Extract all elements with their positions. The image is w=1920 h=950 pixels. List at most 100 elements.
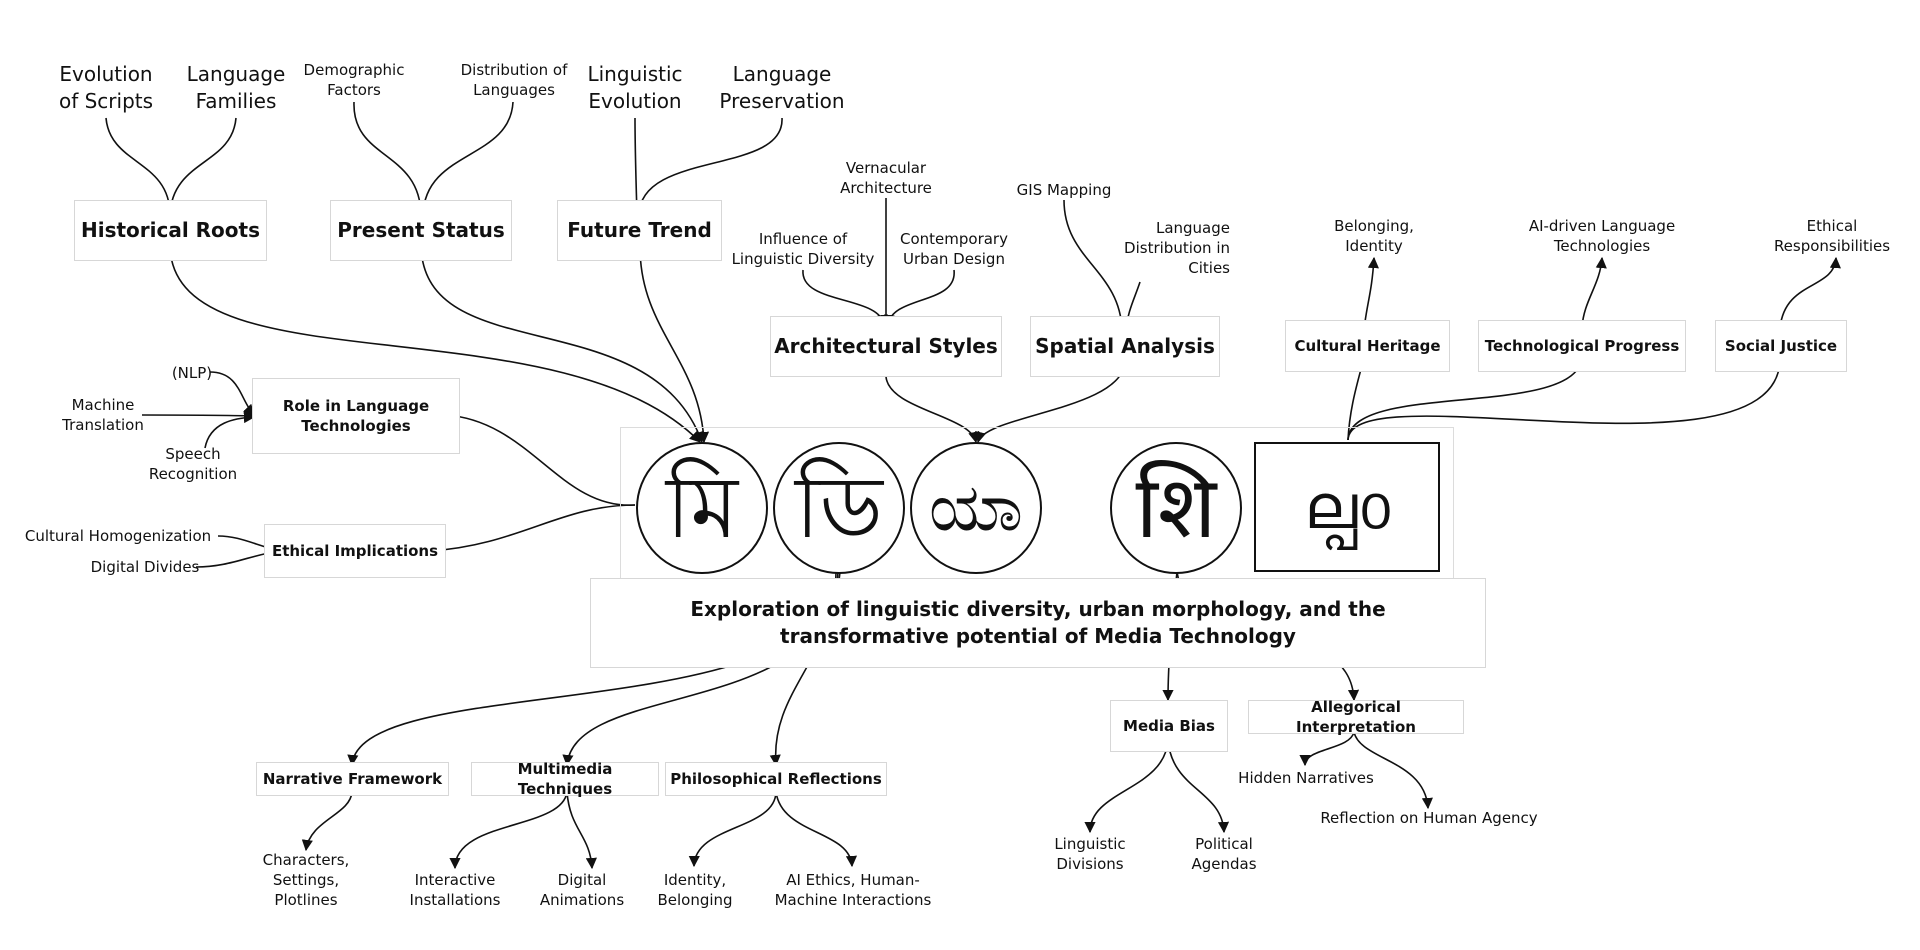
edge-machine-translation — [141, 410, 256, 422]
edge-multimedia-to-animations — [566, 791, 597, 870]
glyph-shi: शि — [1135, 458, 1217, 558]
ethical-responsibilities-text: Ethical Responsibilities — [1773, 216, 1891, 255]
edge-philosophical-to-identity — [688, 791, 777, 868]
role-language-tech-box[interactable]: Role in Language Technologies — [252, 378, 460, 454]
edge-demographic-factors — [353, 101, 427, 217]
central-title-box: Exploration of linguistic diversity, urb… — [590, 578, 1486, 668]
future-trend-label: Future Trend — [567, 218, 712, 242]
distribution-languages-text: Distribution of Languages — [460, 60, 568, 99]
demographic-factors-text: Demographic Factors — [303, 60, 405, 99]
central-title: Exploration of linguistic diversity, urb… — [690, 597, 1386, 648]
media-bias-box[interactable]: Media Bias — [1110, 700, 1228, 752]
ethical-implications-label: Ethical Implications — [271, 541, 439, 560]
interactive-installations-text: Interactive Installations — [409, 870, 501, 909]
glyph-circle-3[interactable]: ಯಾ — [910, 442, 1042, 574]
edge-language-families — [164, 117, 237, 217]
edge-techprog-to-ai — [1581, 256, 1607, 328]
edge-distribution-languages — [417, 101, 514, 217]
gis-mapping-text: GIS Mapping — [1016, 180, 1112, 199]
philosophical-reflections-box[interactable]: Philosophical Reflections — [665, 762, 887, 796]
machine-translation-text: Machine Translation — [62, 395, 144, 434]
architectural-styles-box[interactable]: Architectural Styles — [770, 316, 1002, 377]
glyph-circle-2[interactable]: ডি — [773, 442, 905, 574]
allegorical-interpretation-box[interactable]: Allegorical Interpretation — [1248, 698, 1464, 736]
glyph-square[interactable]: ല്പ൦ — [1254, 442, 1440, 572]
social-justice-box[interactable]: Social Justice — [1715, 320, 1847, 372]
identity-belonging-text: Identity, Belonging — [657, 870, 733, 909]
glyph-mi: মি — [665, 458, 739, 558]
multimedia-techniques-label: Multimedia Techniques — [517, 759, 613, 798]
edge-spatial-to-circle — [975, 361, 1126, 444]
edge-present-status — [420, 246, 704, 444]
edge-heritage-to-belonging — [1364, 256, 1379, 323]
edge-historical-roots — [169, 246, 701, 443]
edge-nlp — [209, 371, 255, 416]
narrative-framework-box[interactable]: Narrative Framework — [256, 762, 449, 796]
present-status-box[interactable]: Present Status — [330, 200, 512, 261]
cultural-heritage-box[interactable]: Cultural Heritage — [1285, 320, 1450, 372]
spatial-analysis-label: Spatial Analysis — [1035, 334, 1215, 358]
glyph-circle-1[interactable]: মি — [636, 442, 768, 574]
media-bias-label: Media Bias — [1123, 716, 1215, 735]
linguistic-divisions-text: Linguistic Divisions — [1054, 834, 1126, 873]
linguistic-evolution-text: Linguistic Evolution — [587, 62, 683, 113]
edge-to-social-justice — [1347, 354, 1786, 441]
edge-future-trend — [639, 246, 710, 444]
edge-language-preservation — [633, 117, 783, 217]
cultural-homogenization-text: Cultural Homogenization — [24, 526, 212, 545]
edge-allegorical-to-hidden — [1299, 731, 1355, 767]
present-status-label: Present Status — [337, 218, 505, 242]
edge-circle-to-role — [443, 410, 636, 506]
ai-ethics-text: AI Ethics, Human-Machine Interactions — [774, 870, 932, 909]
edge-multimedia-to-interactive — [449, 791, 568, 870]
allegorical-interpretation-label: Allegorical Interpretation — [1296, 697, 1416, 736]
language-families-text: Language Families — [186, 62, 286, 113]
edge-evolution-scripts — [105, 117, 176, 217]
hidden-narratives-text: Hidden Narratives — [1238, 768, 1374, 787]
glyph-circle-4[interactable]: शि — [1110, 442, 1242, 574]
philosophical-reflections-label: Philosophical Reflections — [670, 769, 882, 788]
role-language-tech-label: Role in Language Technologies — [282, 396, 430, 435]
reflection-human-agency-text: Reflection on Human Agency — [1320, 808, 1538, 827]
multimedia-techniques-box[interactable]: Multimedia Techniques — [471, 760, 659, 798]
influence-diversity-text: Influence of Linguistic Diversity — [731, 229, 875, 268]
edge-mediabias-to-political — [1167, 739, 1230, 834]
glyph-di: ডি — [795, 458, 883, 558]
edge-socialjustice-to-ethical — [1779, 256, 1841, 329]
cultural-heritage-label: Cultural Heritage — [1294, 336, 1441, 355]
political-agendas-text: Political Agendas — [1191, 834, 1257, 873]
edge-architectural-to-circle — [885, 376, 980, 444]
nlp-text: (NLP) — [171, 363, 213, 382]
ethical-implications-box[interactable]: Ethical Implications — [264, 524, 446, 578]
digital-animations-text: Digital Animations — [539, 870, 625, 909]
glyph-ya: ಯಾ — [929, 469, 1023, 546]
edge-mediabias-to-linguistic — [1084, 739, 1169, 834]
ai-driven-tech-text: AI-driven Language Technologies — [1528, 216, 1676, 255]
edge-allegorical-to-reflection — [1353, 731, 1433, 810]
edge-speech-recognition — [204, 411, 256, 449]
digital-divides-text: Digital Divides — [90, 557, 200, 576]
future-trend-box[interactable]: Future Trend — [557, 200, 722, 261]
narrative-framework-label: Narrative Framework — [262, 769, 443, 788]
characters-settings-text: Characters, Settings, Plotlines — [262, 850, 350, 910]
historical-roots-box[interactable]: Historical Roots — [74, 200, 267, 261]
edge-gis-mapping — [1063, 199, 1128, 332]
language-preservation-text: Language Preservation — [719, 62, 845, 113]
evolution-scripts-text: Evolution of Scripts — [58, 62, 154, 113]
social-justice-label: Social Justice — [1724, 336, 1838, 355]
edge-narrative-to-characters — [301, 791, 353, 852]
edge-circle-to-ethical — [428, 504, 636, 556]
architectural-styles-label: Architectural Styles — [774, 334, 998, 358]
technological-progress-label: Technological Progress — [1484, 336, 1680, 355]
vernacular-architecture-text: Vernacular Architecture — [840, 158, 932, 197]
contemporary-design-text: Contemporary Urban Design — [900, 229, 1008, 268]
edge-to-technological-progress — [1347, 354, 1588, 441]
edge-philosophical-to-aiethics — [775, 791, 858, 868]
spatial-analysis-box[interactable]: Spatial Analysis — [1030, 316, 1220, 377]
glyph-malayalam: ല്പ൦ — [1304, 470, 1390, 543]
lang-distribution-cities-text: Language Distribution in Cities — [1124, 218, 1230, 278]
speech-recognition-text: Speech Recognition — [148, 444, 238, 483]
technological-progress-box[interactable]: Technological Progress — [1478, 320, 1686, 372]
belonging-identity-text: Belonging, Identity — [1334, 216, 1414, 255]
historical-roots-label: Historical Roots — [80, 218, 261, 242]
